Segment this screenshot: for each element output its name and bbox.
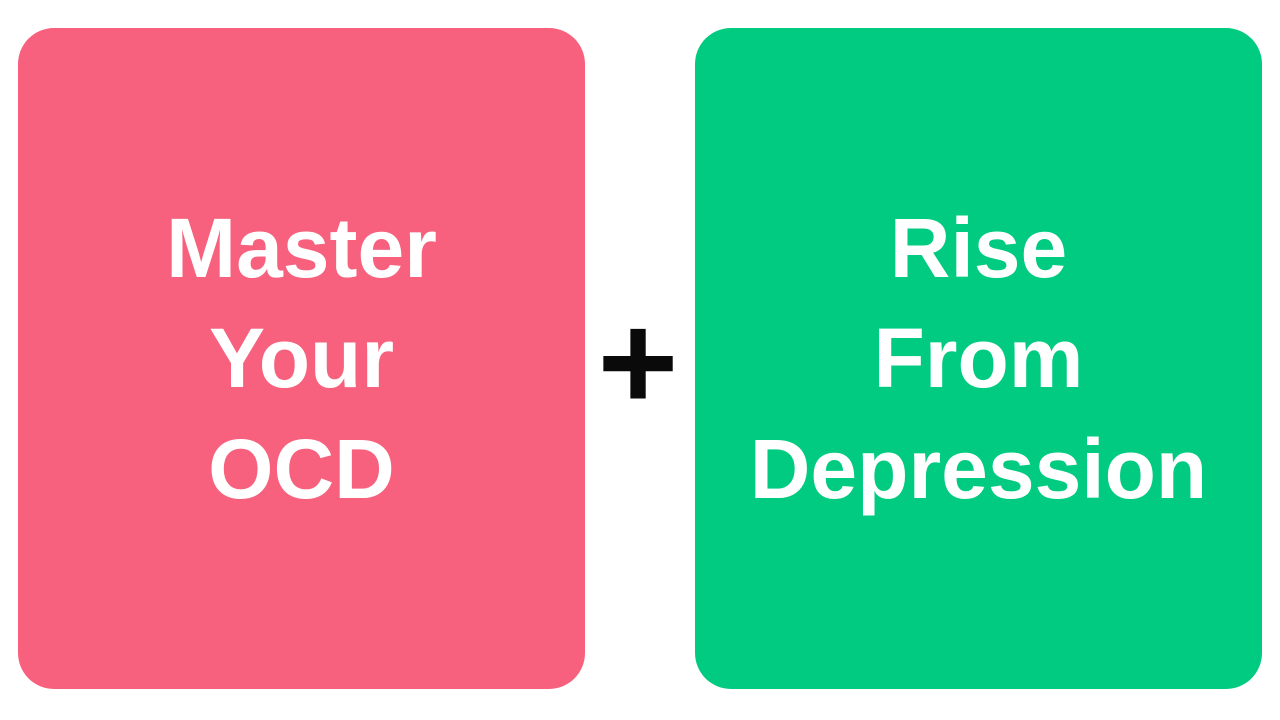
- plus-icon: +: [592, 297, 684, 423]
- card-title-line: Depression: [749, 421, 1208, 516]
- card-title-line: Master: [166, 201, 437, 296]
- card-rise-from-depression-title: Rise From Depression: [750, 193, 1208, 523]
- card-title-line: From: [873, 311, 1084, 406]
- card-title-line: OCD: [208, 421, 395, 516]
- card-title-line: Rise: [889, 201, 1068, 296]
- card-master-your-ocd-title: Master Your OCD: [166, 193, 437, 523]
- card-title-line: Your: [208, 311, 395, 406]
- card-master-your-ocd: Master Your OCD: [18, 28, 585, 689]
- card-rise-from-depression: Rise From Depression: [695, 28, 1262, 689]
